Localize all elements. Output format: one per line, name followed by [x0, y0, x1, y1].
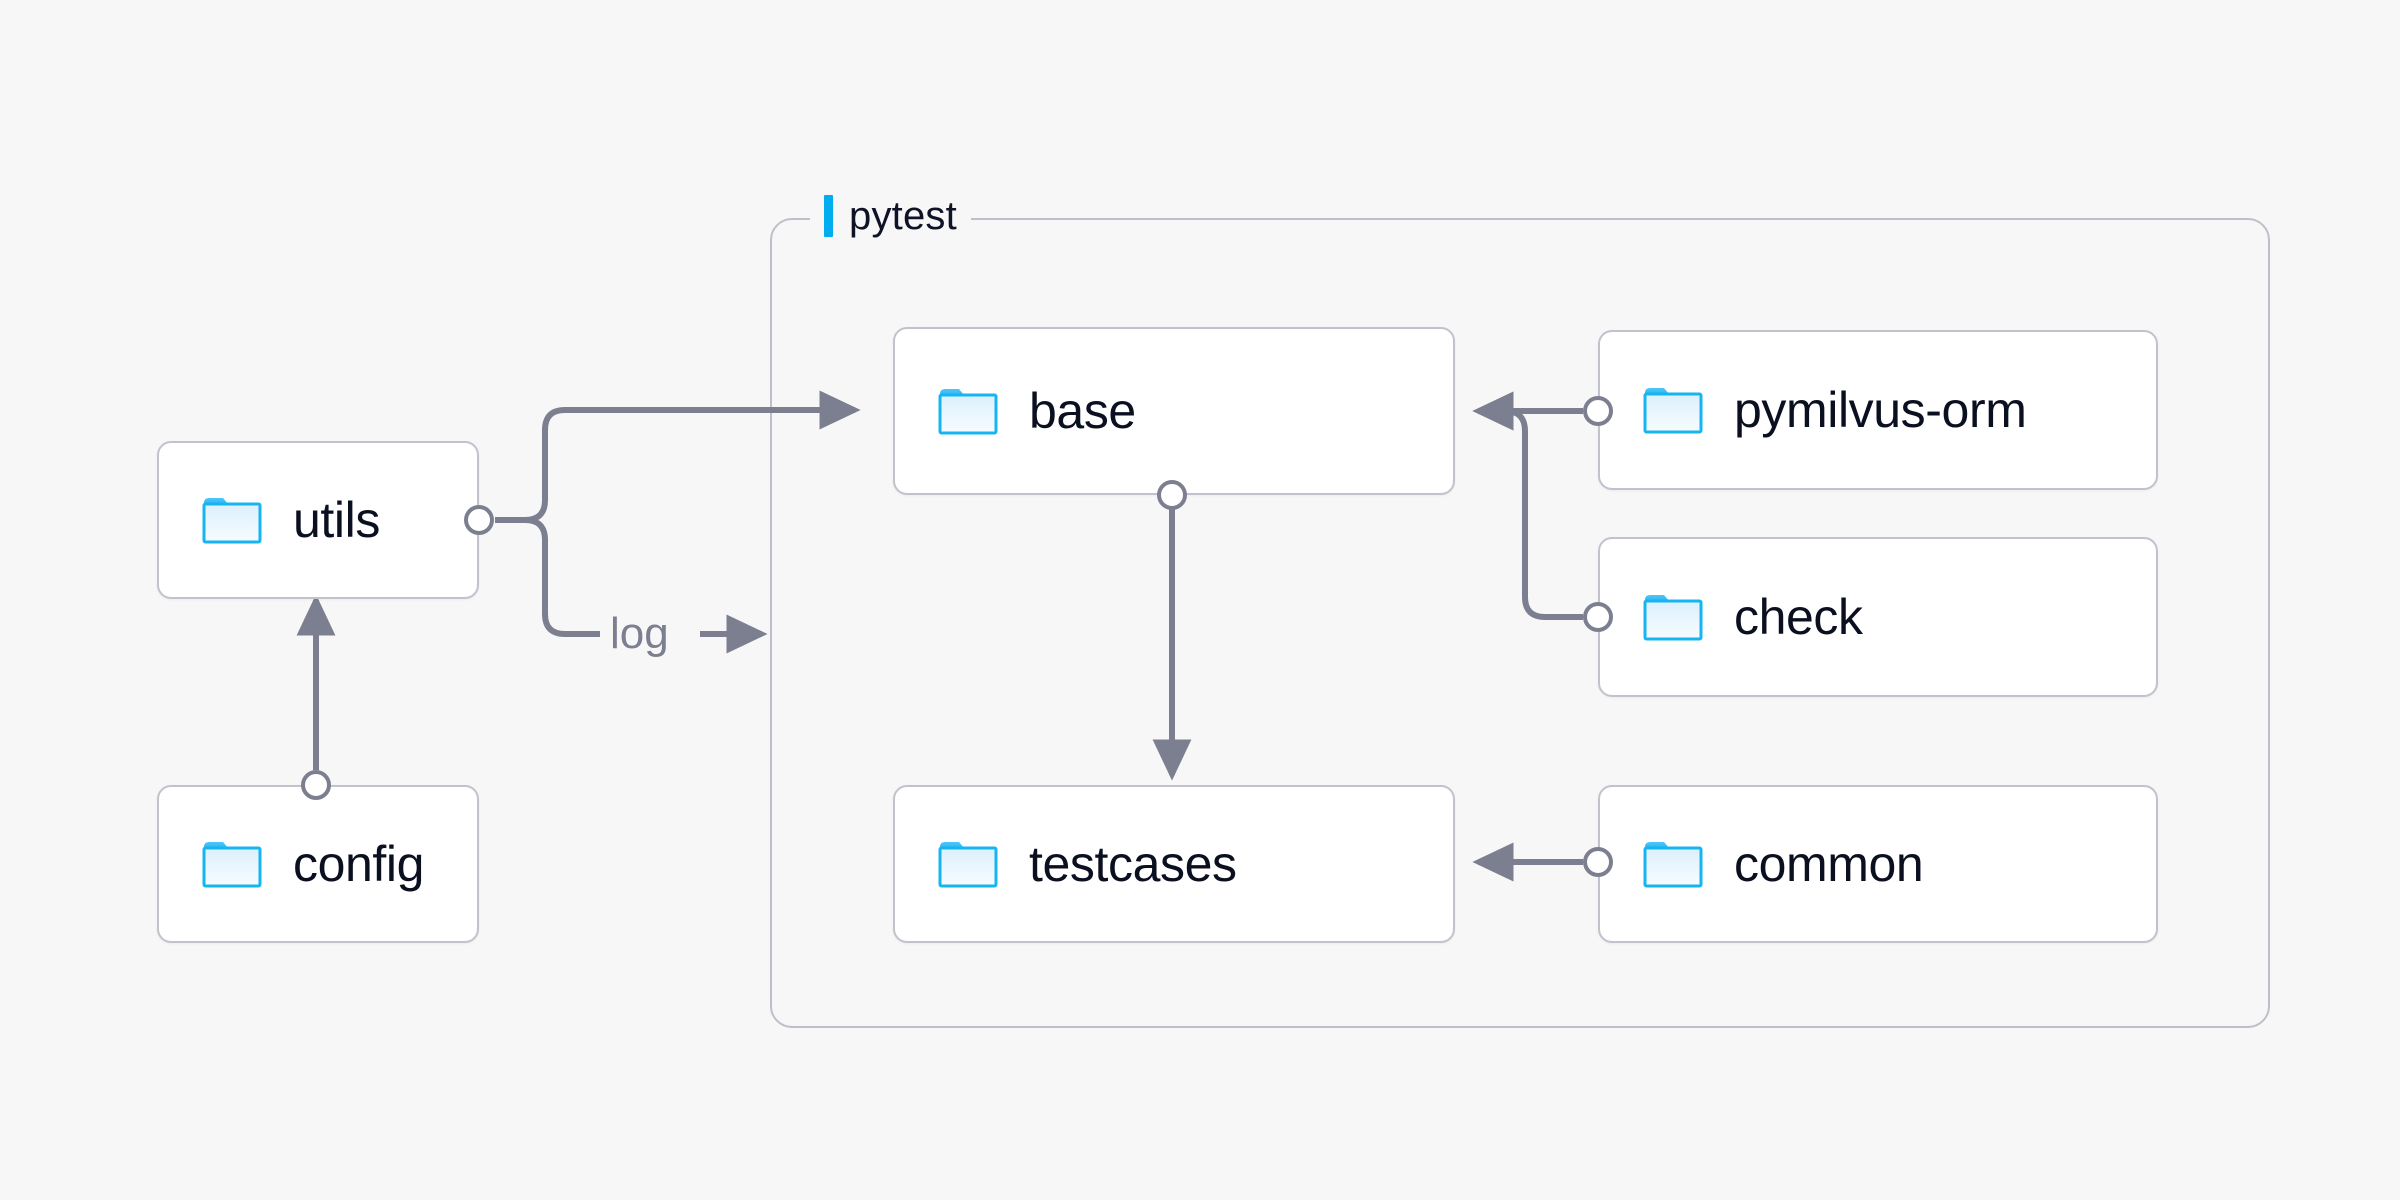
node-label: config	[293, 836, 425, 892]
node-config[interactable]: config	[157, 785, 479, 943]
folder-icon	[1643, 388, 1703, 434]
port-config-top[interactable]	[301, 770, 331, 800]
edge-label-log: log	[600, 612, 679, 656]
port-common-left[interactable]	[1583, 847, 1613, 877]
group-title-text: pytest	[849, 193, 957, 238]
node-check[interactable]: check	[1598, 537, 2158, 697]
node-label: common	[1734, 836, 1924, 892]
edge-check-to-base[interactable]	[1472, 391, 1583, 620]
node-label: base	[1029, 383, 1136, 439]
node-label: check	[1734, 589, 1863, 645]
folder-icon	[202, 842, 262, 888]
port-pymilvus-orm-left[interactable]	[1583, 396, 1613, 426]
folder-icon	[938, 389, 998, 435]
node-base[interactable]: base	[893, 327, 1455, 495]
node-label: utils	[293, 492, 380, 548]
group-pytest[interactable]	[770, 218, 2270, 1028]
edge-utils-to-pytest-log[interactable]	[495, 517, 768, 654]
folder-icon	[1643, 595, 1703, 641]
folder-icon	[202, 498, 262, 544]
group-pytest-label: pytest	[810, 190, 971, 242]
folder-icon	[938, 842, 998, 888]
node-label: testcases	[1029, 836, 1237, 892]
port-utils-right[interactable]	[464, 505, 494, 535]
node-pymilvus-orm[interactable]: pymilvus-orm	[1598, 330, 2158, 490]
node-utils[interactable]: utils	[157, 441, 479, 599]
port-base-bottom[interactable]	[1157, 480, 1187, 510]
node-label: pymilvus-orm	[1734, 382, 2027, 438]
node-testcases[interactable]: testcases	[893, 785, 1455, 943]
node-common[interactable]: common	[1598, 785, 2158, 943]
port-check-left[interactable]	[1583, 602, 1613, 632]
folder-icon	[1643, 842, 1703, 888]
group-accent-bar	[824, 195, 833, 237]
edge-utils-to-base[interactable]	[495, 390, 861, 523]
